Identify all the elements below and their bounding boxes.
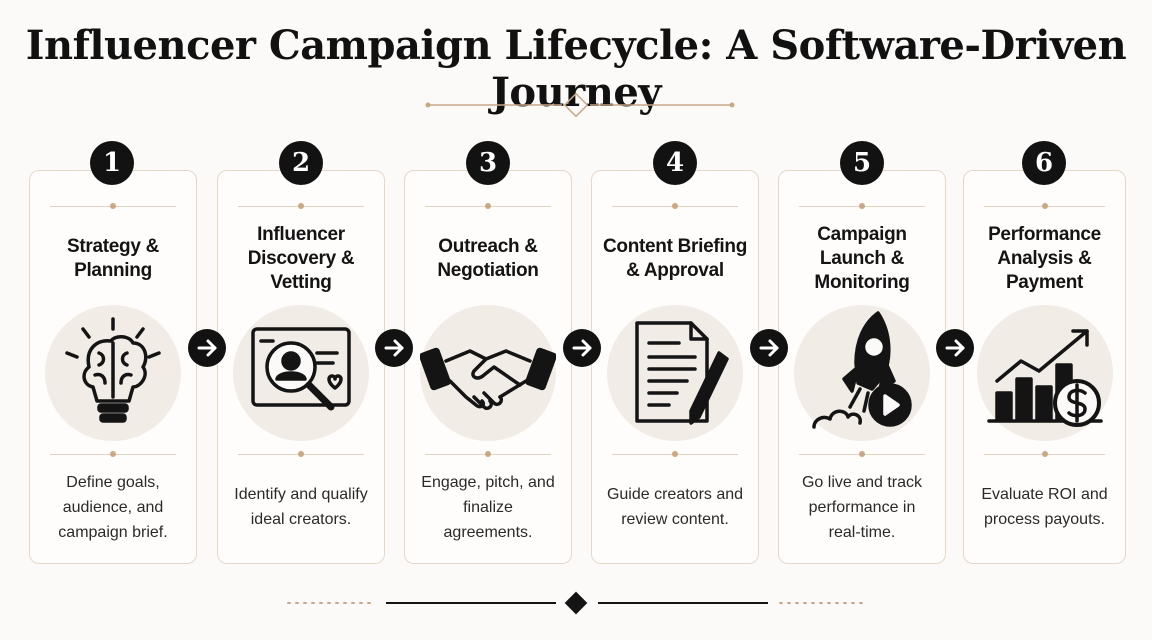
arrow-right-icon	[936, 329, 974, 367]
step-title: Campaign Launch & Monitoring	[814, 224, 910, 293]
step-description: Go live and track performance in real-ti…	[801, 473, 923, 541]
arrow-right-icon	[563, 329, 601, 367]
page-title: Influencer Campaign Lifecycle: A Softwar…	[25, 22, 1127, 116]
card-divider	[799, 450, 925, 458]
top-ornament	[425, 92, 735, 118]
card-divider	[799, 202, 925, 210]
card-divider	[425, 450, 551, 458]
card-divider	[612, 450, 738, 458]
step-number-badge: 3	[466, 141, 510, 185]
step-title: Strategy & Planning	[66, 236, 160, 281]
step-card-4: Content Briefing & Approval Guide creato…	[591, 170, 759, 564]
card-divider	[612, 202, 738, 210]
step-description: Evaluate ROI and process payouts.	[981, 486, 1108, 528]
step-number-badge: 2	[279, 141, 323, 185]
arrow-right-icon	[375, 329, 413, 367]
arrow-right-icon	[188, 329, 226, 367]
growth-chart-dollar-icon	[986, 329, 1103, 427]
arrow-right-icon	[750, 329, 788, 367]
card-divider	[425, 202, 551, 210]
card-divider	[984, 202, 1105, 210]
card-divider	[984, 450, 1105, 458]
step-number-badge: 4	[653, 141, 697, 185]
step-card-6: Performance Analysis & Payment Evaluate …	[963, 170, 1126, 564]
step-card-2: Influencer Discovery & Vetting Identify …	[217, 170, 385, 564]
card-divider	[238, 202, 364, 210]
step-title: Content Briefing & Approval	[602, 236, 748, 281]
lightbulb-brain-icon	[65, 317, 161, 423]
step-description: Guide creators and review content.	[606, 486, 744, 528]
step-card-1: Strategy & Planning Define goals, audien…	[29, 170, 197, 564]
step-description: Engage, pitch, and finalize agreements.	[421, 473, 555, 541]
step-title: Influencer Discovery & Vetting	[247, 224, 355, 293]
step-title: Performance Analysis & Payment	[988, 224, 1101, 293]
card-divider	[50, 450, 176, 458]
step-card-3: Outreach & Negotiation Engage, pitch, an…	[404, 170, 572, 564]
step-card-5: Campaign Launch & Monitoring Go live and…	[778, 170, 946, 564]
step-description: Define goals, audience, and campaign bri…	[58, 473, 168, 541]
card-divider	[238, 450, 364, 458]
profile-search-icon	[251, 327, 351, 411]
step-number-badge: 1	[90, 141, 134, 185]
rocket-play-icon	[812, 311, 912, 429]
step-number-badge: 5	[840, 141, 884, 185]
step-description: Identify and qualify ideal creators.	[234, 486, 368, 528]
handshake-icon	[420, 347, 556, 411]
document-pen-icon	[635, 321, 729, 425]
step-title: Outreach & Negotiation	[437, 236, 539, 281]
step-number-badge: 6	[1022, 141, 1066, 185]
card-divider	[50, 202, 176, 210]
bottom-ornament	[287, 591, 865, 615]
